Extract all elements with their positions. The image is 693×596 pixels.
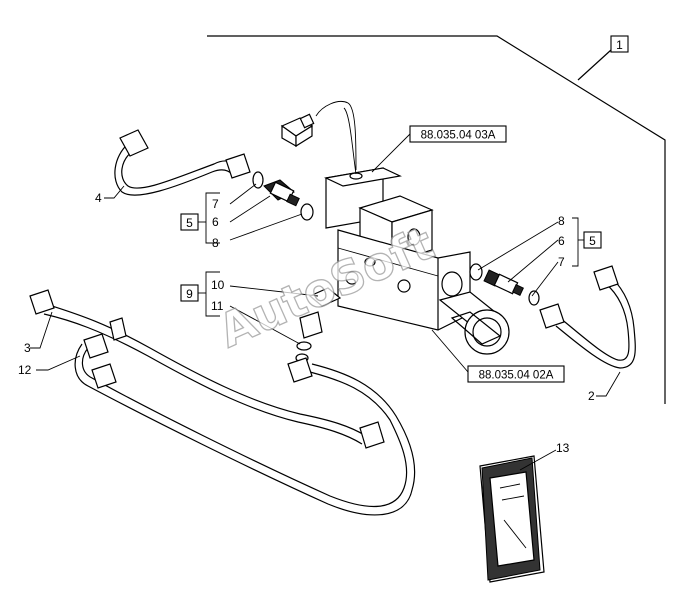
valve-block <box>324 167 510 355</box>
label-4: 4 <box>95 191 102 205</box>
label-6-left: 6 <box>212 215 219 229</box>
svg-text:88.035.04 02A: 88.035.04 02A <box>479 370 554 382</box>
callout-9: 9 <box>180 284 199 302</box>
label-13: 13 <box>556 441 570 455</box>
pipe-4 <box>114 129 251 196</box>
svg-text:1: 1 <box>616 38 623 52</box>
label-8-right: 8 <box>558 214 565 228</box>
elbow-fitting <box>295 287 342 363</box>
pipe-3 <box>29 289 385 449</box>
callout-5-right: 5 <box>583 231 602 249</box>
label-7-left: 7 <box>212 197 219 211</box>
reference-88-035-04-03a: 88.035.04 03A <box>409 125 507 143</box>
callout-1: 1 <box>610 35 629 53</box>
pipe-2 <box>539 265 636 369</box>
label-11: 11 <box>211 299 224 313</box>
operators-manual-icon <box>479 455 545 583</box>
reference-88-035-04-02a: 88.035.04 02A <box>467 365 565 383</box>
svg-text:88.035.04 03A: 88.035.04 03A <box>421 130 496 142</box>
right-pressure-switch <box>469 263 540 306</box>
label-7-right: 7 <box>558 255 565 269</box>
label-6-right: 6 <box>558 234 565 248</box>
callout-5-left: 5 <box>180 213 199 231</box>
leader-lines <box>30 133 621 471</box>
pipe-12 <box>74 333 416 516</box>
sensor-connector <box>280 101 357 175</box>
left-pressure-switch <box>252 171 314 221</box>
assembly-bracket-line <box>207 35 666 404</box>
label-2: 2 <box>588 389 595 403</box>
svg-text:5: 5 <box>186 216 193 230</box>
label-12: 12 <box>18 363 32 377</box>
label-3: 3 <box>24 341 31 355</box>
label-10: 10 <box>211 278 225 292</box>
svg-text:5: 5 <box>589 234 596 248</box>
label-8-left: 8 <box>212 236 219 250</box>
svg-text:9: 9 <box>186 287 193 301</box>
